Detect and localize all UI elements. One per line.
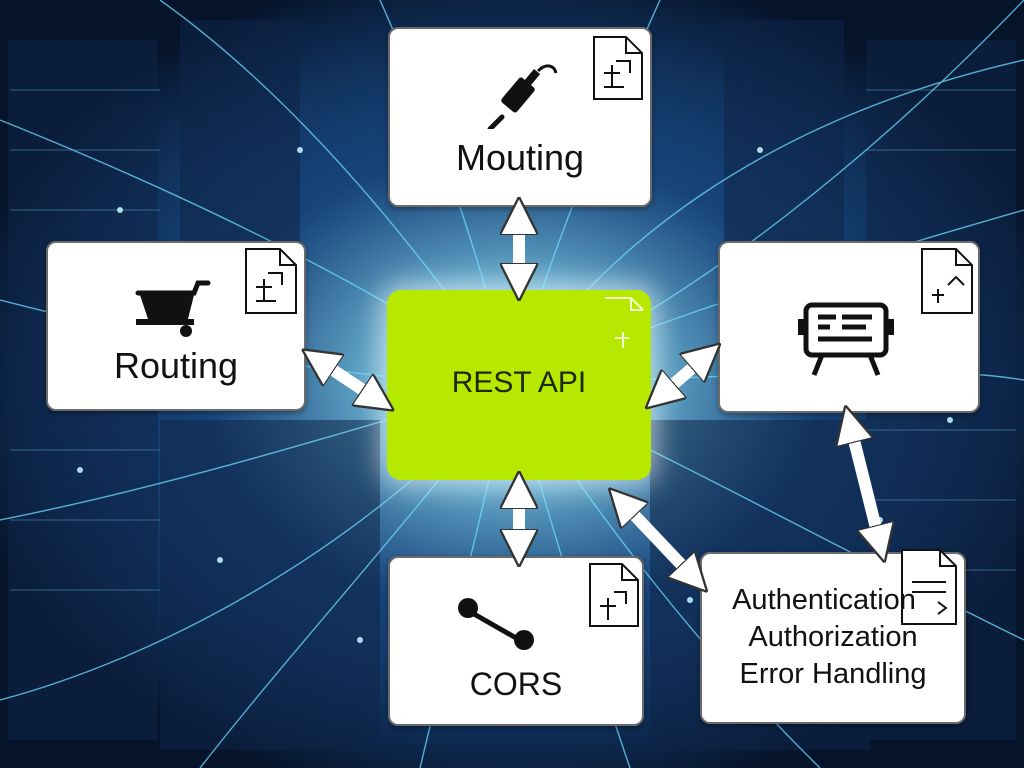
document-icon: [589, 563, 639, 627]
rest-api-node: REST API: [387, 290, 651, 480]
document-icon: [921, 248, 973, 314]
connection-icon: [458, 598, 534, 650]
document-icon: [593, 36, 643, 100]
routing-node: Routing: [46, 241, 306, 411]
authorization-label: Authorization: [748, 621, 918, 653]
auth-node: Authentication Authorization Error Handl…: [700, 549, 966, 724]
monitor-node: [718, 241, 980, 413]
error-handling-label: Error Handling: [739, 658, 927, 690]
mouting-node: Mouting: [388, 27, 652, 207]
cors-label: CORS: [469, 666, 563, 702]
auth-text: Authentication Authorization Error Handl…: [702, 582, 964, 693]
routing-label: Routing: [113, 345, 239, 386]
authentication-label: Authentication: [732, 584, 916, 616]
mouting-label: Mouting: [455, 137, 585, 178]
rest-api-label: REST API: [451, 366, 587, 399]
cors-node: CORS: [388, 556, 644, 726]
hammer-icon: [487, 64, 558, 129]
monitor-icon: [798, 302, 894, 376]
document-icon: [901, 549, 957, 625]
document-fold-icon: [605, 297, 644, 348]
document-icon: [245, 248, 297, 314]
cart-icon: [135, 280, 211, 337]
